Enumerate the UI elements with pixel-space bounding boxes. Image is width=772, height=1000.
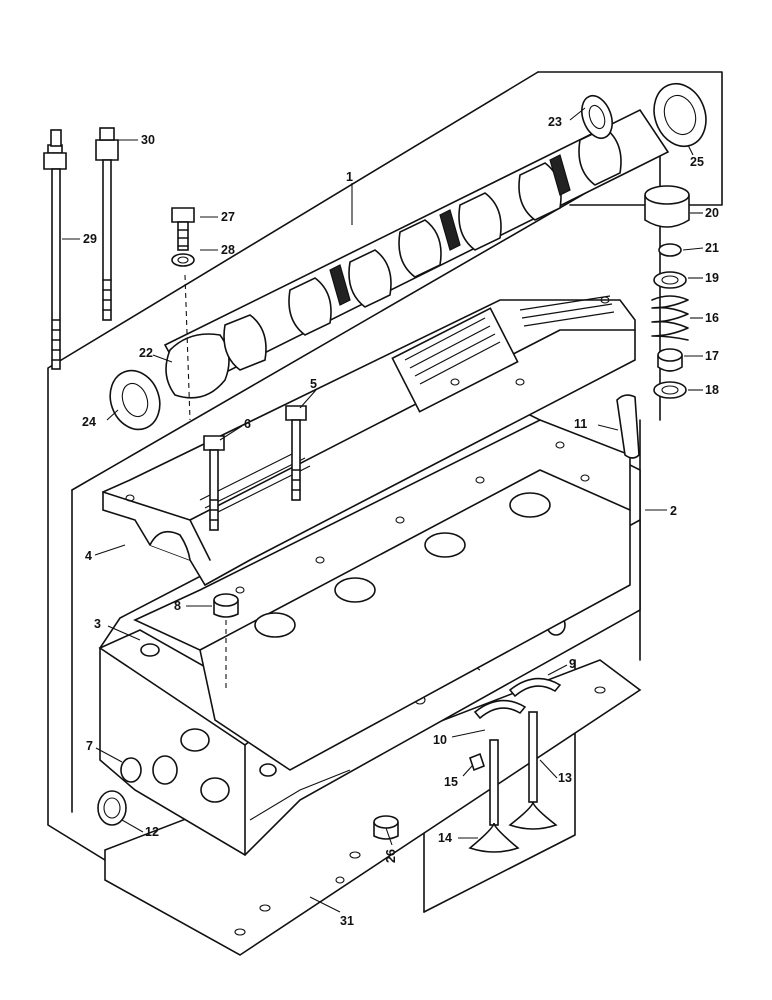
callout-18: 18	[705, 383, 719, 397]
callout-6: 6	[244, 417, 251, 431]
camshaft-carrier	[133, 419, 631, 771]
callout-2: 2	[670, 504, 677, 518]
callout-28: 28	[221, 243, 235, 257]
plug-12	[97, 790, 127, 826]
callout-7: 7	[86, 739, 93, 753]
camshaft-oil-seal-front	[109, 369, 161, 431]
callout-31: 31	[340, 914, 354, 928]
guide-26	[373, 815, 399, 840]
cap-bolt-5	[285, 405, 307, 501]
valve-collet	[469, 752, 485, 772]
camshaft	[163, 108, 670, 399]
hydraulic-tappet	[616, 394, 640, 459]
valve-spring	[651, 295, 689, 341]
spring-retainer	[653, 271, 687, 289]
callout-1: 1	[346, 170, 353, 184]
callout-9: 9	[569, 657, 576, 671]
callout-20: 20	[705, 206, 719, 220]
cap-bolt-6	[203, 435, 225, 531]
sealing-washer	[171, 253, 195, 267]
callout-5: 5	[310, 377, 317, 391]
leader-lines	[62, 107, 704, 913]
callout-13: 13	[558, 771, 572, 785]
callout-8: 8	[174, 599, 181, 613]
callout-21: 21	[705, 241, 719, 255]
callout-15: 15	[444, 775, 458, 789]
callout-16: 16	[705, 311, 719, 325]
callout-24: 24	[82, 415, 96, 429]
shim	[658, 243, 682, 257]
valve-inlet	[468, 739, 520, 853]
valve-seat-insert	[473, 677, 562, 720]
head-bolt-long	[43, 129, 67, 370]
callout-12: 12	[145, 825, 159, 839]
callout-19: 19	[705, 271, 719, 285]
callout-3: 3	[94, 617, 101, 631]
valve-stem-seal	[657, 348, 683, 372]
tappet-bucket	[644, 185, 690, 228]
dowel-sleeve	[213, 593, 239, 618]
cover-bolt	[171, 207, 195, 251]
callout-4: 4	[85, 549, 92, 563]
callout-17: 17	[705, 349, 719, 363]
spring-seat	[653, 381, 687, 399]
plug-7	[120, 757, 142, 783]
callout-10: 10	[433, 733, 447, 747]
callout-29: 29	[83, 232, 97, 246]
callout-26: 26	[384, 849, 398, 863]
valve-exhaust	[508, 711, 558, 830]
head-bolt-short	[95, 127, 119, 321]
callout-30: 30	[141, 133, 155, 147]
callout-25: 25	[690, 155, 704, 169]
callout-labels: 1 2 3 4 5 6 7 8 9 10 11 12 13 14 15 16 1…	[82, 115, 719, 928]
callout-14: 14	[438, 831, 452, 845]
callout-11: 11	[574, 417, 587, 431]
callout-23: 23	[548, 115, 562, 129]
camshaft-oil-seal-rear	[653, 82, 707, 148]
callout-22: 22	[139, 346, 153, 360]
cam-bearing-cap	[102, 295, 636, 587]
callout-27: 27	[221, 210, 235, 224]
camshaft-thrust-ring	[581, 94, 613, 140]
